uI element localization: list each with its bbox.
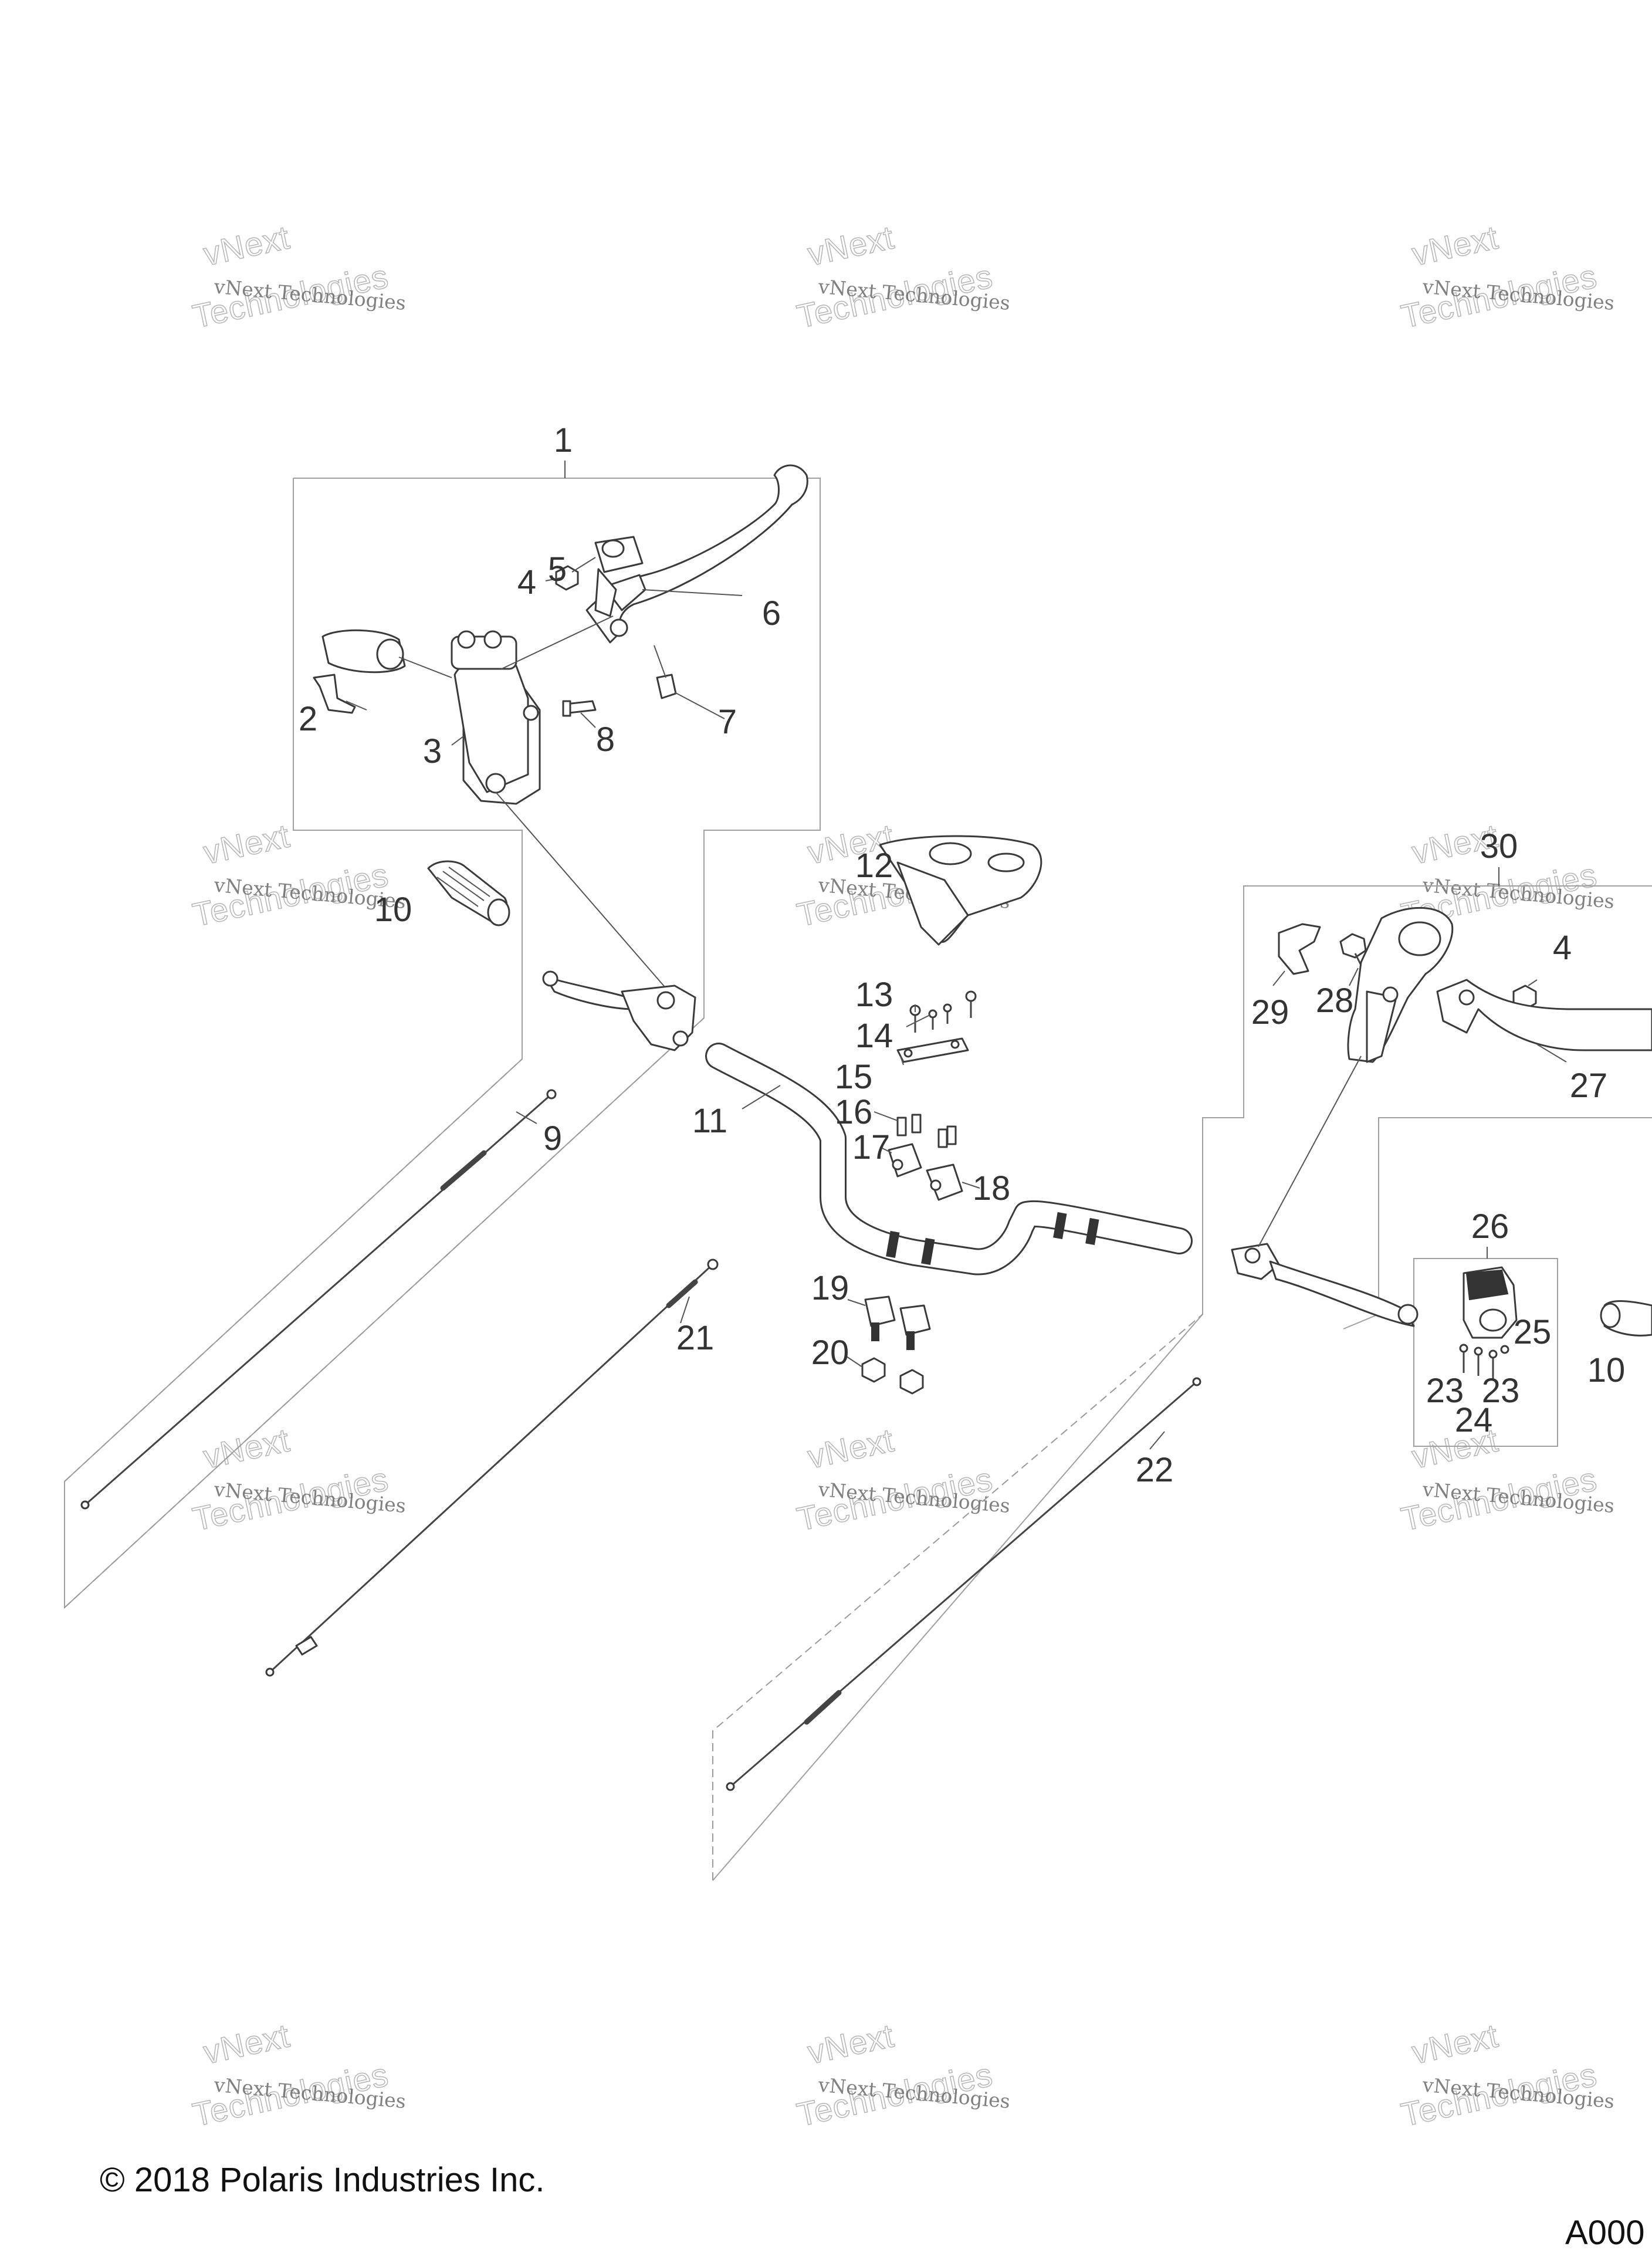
phantom-lines (64, 1017, 1203, 1880)
callout-labels: 1 2 3 4 5 6 7 8 9 10 10 11 12 13 14 15 1… (299, 421, 1625, 1489)
svg-text:vNext: vNext (1409, 2017, 1501, 2071)
riser-19 (847, 1295, 931, 1350)
bolts-13 (909, 990, 977, 1033)
callout-23-right: 23 (1482, 1372, 1520, 1410)
callout-26: 26 (1471, 1207, 1509, 1246)
bolt-7 (654, 645, 677, 699)
bracket-29 (1272, 923, 1321, 986)
switch-box (1413, 1258, 1558, 1447)
callout-9: 9 (543, 1119, 562, 1158)
callout-13: 13 (855, 976, 893, 1014)
callout-28: 28 (1316, 982, 1354, 1020)
callout-25: 25 (1514, 1313, 1552, 1351)
master-cylinder-3 (451, 630, 541, 805)
lever-perch-30 (1347, 906, 1454, 1063)
riser-top-18 (926, 1163, 980, 1201)
handlebar-11 (705, 1043, 1193, 1276)
callout-16: 16 (835, 1093, 873, 1131)
callout-24: 24 (1455, 1401, 1493, 1439)
lever-guard-2 (313, 629, 406, 714)
leaders-assy-1 (346, 557, 743, 992)
screws-23-24-25 (1459, 1344, 1509, 1379)
cable-21 (265, 1259, 719, 1677)
svg-text:vNext: vNext (200, 817, 293, 871)
callout-22: 22 (1136, 1451, 1174, 1489)
callout-27: 27 (1570, 1067, 1608, 1105)
svg-text:vNext: vNext (804, 218, 897, 272)
callout-11: 11 (692, 1102, 727, 1140)
callout-21: 21 (676, 1319, 715, 1357)
callout-4-left: 4 (517, 563, 536, 601)
assembled-clutch-lever (1231, 1056, 1419, 1327)
callout-3: 3 (423, 732, 442, 770)
callout-20: 20 (811, 1334, 849, 1372)
switch-26 (1463, 1266, 1518, 1339)
nuts-20 (844, 1355, 924, 1395)
callout-17: 17 (852, 1128, 891, 1166)
callout-6: 6 (762, 594, 781, 632)
clamp-plate-15 (896, 1037, 969, 1065)
watermark-top-right: vNext Technologies vNext Technologies (1397, 218, 1615, 335)
pin-8 (562, 700, 597, 717)
watermark-group: vNext Technologies vNext Technologies vN… (189, 218, 1615, 2133)
watermark-top-left: vNext Technologies vNext Technologies (189, 218, 407, 335)
cable-22 (726, 1377, 1201, 1791)
callout-10-right: 10 (1587, 1351, 1626, 1389)
cable-9 (80, 1089, 557, 1510)
grip-10-right (1600, 1300, 1652, 1337)
callout-7: 7 (718, 703, 737, 741)
svg-text:vNext: vNext (804, 1421, 897, 1475)
callout-10-left: 10 (374, 891, 412, 929)
watermark-bottom-left: vNext Technologies vNext Technologies (189, 2016, 407, 2133)
assembly-box-left (64, 478, 821, 1609)
callout-30: 30 (1480, 827, 1518, 865)
callout-23-left: 23 (1426, 1372, 1464, 1410)
svg-text:vNext: vNext (200, 218, 293, 272)
svg-text:vNext: vNext (1409, 218, 1501, 272)
svg-text:vNext: vNext (200, 2017, 293, 2071)
assembled-brake-lever (542, 970, 696, 1051)
copyright-text: © 2018 Polaris Industries Inc. (100, 2161, 544, 2199)
callout-12: 12 (855, 847, 893, 885)
bolts-16 (874, 1111, 957, 1148)
figure-code: A000 (1565, 2214, 1644, 2252)
callout-29: 29 (1251, 993, 1289, 1031)
watermark-top-center: vNext Technologies vNext Technologies (793, 218, 1011, 335)
watermark-lower-right: vNext Technologies vNext Technologies (1397, 1420, 1615, 1538)
callout-18: 18 (973, 1169, 1011, 1207)
assembly-box-right (712, 885, 1652, 1881)
watermark-bottom-center: vNext Technologies vNext Technologies (793, 2016, 1011, 2133)
callout-19: 19 (811, 1269, 849, 1307)
callout-2: 2 (299, 700, 317, 738)
lever-27 (1436, 979, 1652, 1063)
callout-14: 14 (855, 1017, 893, 1055)
callout-15: 15 (835, 1058, 873, 1096)
svg-text:vNext: vNext (804, 2017, 897, 2071)
svg-text:vNext: vNext (200, 1421, 293, 1475)
callout-5: 5 (548, 550, 567, 588)
riser-top-17 (879, 1143, 922, 1178)
watermark-bottom-right: vNext Technologies vNext Technologies (1397, 2016, 1615, 2133)
watermark-lower-left: vNext Technologies vNext Technologies (189, 1420, 407, 1538)
callout-1: 1 (554, 421, 573, 459)
grip-10-left (427, 860, 510, 926)
clamp-5 (594, 536, 644, 617)
callout-4-right: 4 (1553, 929, 1572, 967)
washers-14 (906, 1003, 952, 1030)
callout-8: 8 (596, 720, 615, 759)
watermark-lower-center: vNext Technologies vNext Technologies (793, 1420, 1011, 1538)
cover-12 (879, 835, 1042, 946)
